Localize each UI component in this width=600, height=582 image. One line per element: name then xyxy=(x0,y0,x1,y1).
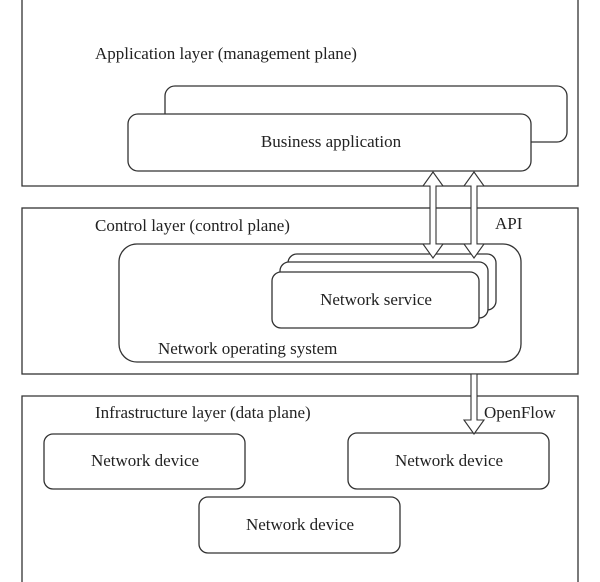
network-device-label-bottom: Network device xyxy=(246,515,354,534)
network-device-box-right xyxy=(347,432,550,490)
application-layer: Application layer (management plane) Bus… xyxy=(21,0,579,187)
infrastructure-layer-frame xyxy=(21,395,579,582)
network-operating-system-label: Network operating system xyxy=(158,339,337,358)
infrastructure-layer-label: Infrastructure layer (data plane) xyxy=(95,403,311,422)
control-layer-label: Control layer (control plane) xyxy=(95,216,290,235)
api-arrow-right xyxy=(462,171,486,259)
network-service-box xyxy=(271,271,480,329)
network-device-label-right: Network device xyxy=(395,451,503,470)
api-label: API xyxy=(495,214,523,233)
application-layer-frame xyxy=(21,0,579,187)
control-layer: Control layer (control plane) API Networ… xyxy=(21,207,579,375)
openflow-label: OpenFlow xyxy=(484,403,557,422)
control-layer-frame xyxy=(21,207,579,375)
openflow-arrow xyxy=(462,373,486,435)
network-device-label-left: Network device xyxy=(91,451,199,470)
infrastructure-layer: Infrastructure layer (data plane) OpenFl… xyxy=(21,395,579,582)
application-layer-label: Application layer (management plane) xyxy=(95,44,357,63)
network-service-label: Network service xyxy=(320,290,432,309)
business-application-label: Business application xyxy=(261,132,402,151)
business-application-box xyxy=(127,113,532,172)
api-arrow-left xyxy=(421,171,445,259)
network-device-box-left xyxy=(43,433,246,490)
network-device-box-bottom xyxy=(198,496,401,554)
